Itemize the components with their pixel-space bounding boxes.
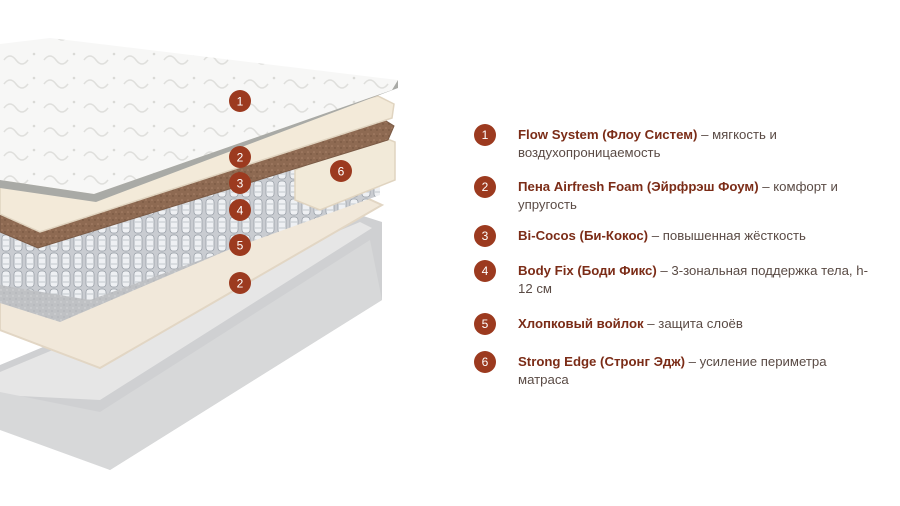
legend-title: Body Fix (Боди Фикс) xyxy=(518,263,657,278)
number-badge: 4 xyxy=(474,260,496,282)
legend-description: – 3-зональная поддержка тела, h-12 см xyxy=(518,263,868,296)
svg-text:2: 2 xyxy=(237,151,244,165)
legend-description: – мягкость и воздухопроницаемость xyxy=(518,127,777,160)
legend-text: Flow System (Флоу Систем) – мягкость и в… xyxy=(518,126,878,162)
legend-text: Strong Edge (Стронг Эдж) – усиление пери… xyxy=(518,353,878,389)
callout-4: 4 xyxy=(229,199,251,221)
legend-description: – повышенная жёсткость xyxy=(648,228,806,243)
callout-2-top: 2 xyxy=(229,146,251,168)
callout-2-bottom: 2 xyxy=(229,272,251,294)
legend-text: Bi-Cocos (Би-Кокос) – повышенная жёсткос… xyxy=(518,227,878,245)
legend-text: Body Fix (Боди Фикс) – 3-зональная подде… xyxy=(518,262,878,298)
svg-text:3: 3 xyxy=(237,177,244,191)
number-badge: 2 xyxy=(474,176,496,198)
legend-title: Strong Edge (Стронг Эдж) xyxy=(518,354,685,369)
number-badge: 6 xyxy=(474,351,496,373)
legend-title: Хлопковый войлок xyxy=(518,316,644,331)
legend-text: Хлопковый войлок – защита слоёв xyxy=(518,315,878,333)
svg-text:1: 1 xyxy=(237,95,244,109)
spring-block xyxy=(0,150,380,300)
svg-text:6: 6 xyxy=(338,165,345,179)
top-quilted-cover xyxy=(0,38,398,202)
callout-5: 5 xyxy=(229,234,251,256)
legend-title: Flow System (Флоу Систем) xyxy=(518,127,698,142)
legend-title: Bi-Cocos (Би-Кокос) xyxy=(518,228,649,243)
svg-text:2: 2 xyxy=(237,277,244,291)
legend-title: Пена Airfresh Foam (Эйрфрэш Фоум) xyxy=(518,179,759,194)
legend-text: Пена Airfresh Foam (Эйрфрэш Фоум) – комф… xyxy=(518,178,878,214)
number-badge: 1 xyxy=(474,124,496,146)
svg-text:4: 4 xyxy=(237,204,244,218)
callout-6: 6 xyxy=(330,160,352,182)
legend-description: – защита слоёв xyxy=(643,316,743,331)
number-badge: 3 xyxy=(474,225,496,247)
callout-1: 1 xyxy=(229,90,251,112)
number-badge: 5 xyxy=(474,313,496,335)
legend-description: – комфорт и упругость xyxy=(518,179,838,212)
callout-3: 3 xyxy=(229,172,251,194)
svg-text:5: 5 xyxy=(237,239,244,253)
legend-description: – усиление периметра матраса xyxy=(518,354,827,387)
